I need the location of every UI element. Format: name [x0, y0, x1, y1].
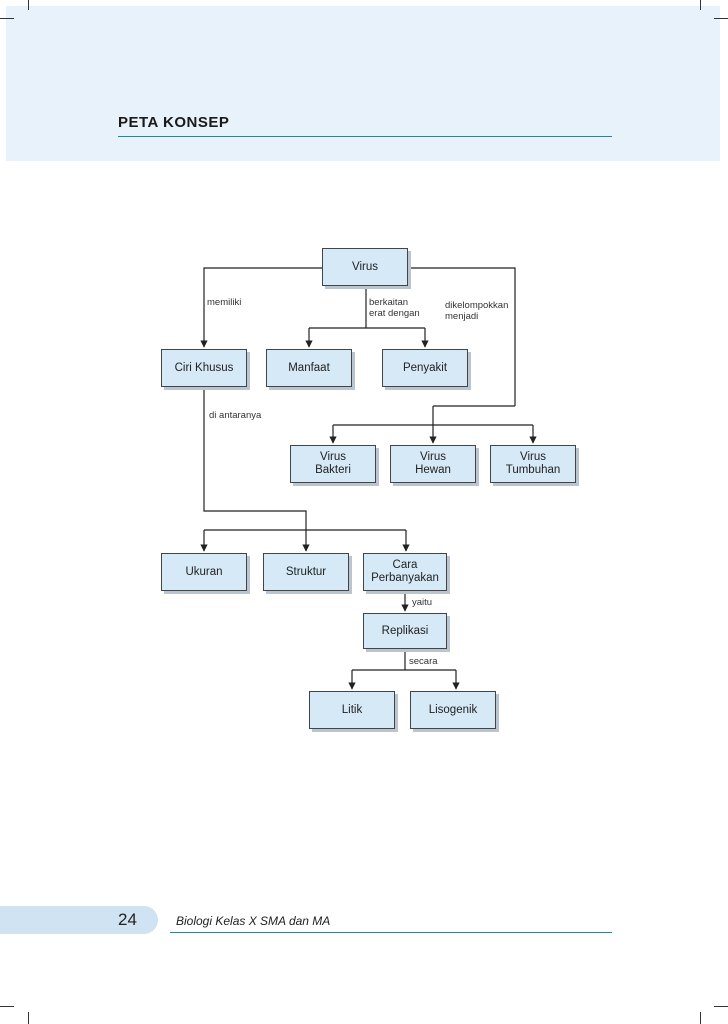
- node-penyakit: Penyakit: [382, 349, 468, 387]
- link-label-dikelompokkan: dikelompokkan menjadi: [445, 300, 509, 322]
- crop-mark-tr-v: [700, 0, 701, 10]
- node-litik: Litik: [309, 691, 395, 729]
- node-replikasi: Replikasi: [363, 613, 447, 649]
- node-lisogenik: Lisogenik: [410, 691, 496, 729]
- footer-book-title: Biologi Kelas X SMA dan MA: [176, 914, 331, 928]
- title-rule: [118, 136, 612, 137]
- link-label-secara: secara: [409, 656, 438, 667]
- node-ciri-khusus: Ciri Khusus: [161, 349, 247, 387]
- node-cara-perbanyakan: Cara Perbanyakan: [363, 553, 447, 591]
- crop-mark-br-h: [714, 1006, 728, 1007]
- link-label-berkaitan: berkaitan erat dengan: [369, 297, 420, 319]
- header-band: [6, 6, 720, 161]
- crop-mark-bl-v: [28, 1012, 29, 1024]
- crop-mark-tl-h: [0, 18, 14, 19]
- node-virus-hewan: Virus Hewan: [390, 445, 476, 483]
- page-number: 24: [118, 910, 137, 929]
- crop-mark-tl-v: [28, 0, 29, 10]
- footer-rule: [170, 932, 612, 933]
- link-label-di-antaranya: di antaranya: [209, 410, 262, 421]
- node-ukuran: Ukuran: [161, 553, 247, 591]
- node-virus-tumbuhan: Virus Tumbuhan: [490, 445, 576, 483]
- node-struktur: Struktur: [263, 553, 349, 591]
- link-label-yaitu: yaitu: [412, 597, 433, 608]
- node-virus-bakteri: Virus Bakteri: [290, 445, 376, 483]
- connector-virus-groups: [408, 267, 516, 406]
- crop-mark-tr-h: [714, 18, 728, 19]
- node-manfaat: Manfaat: [266, 349, 352, 387]
- link-label-memiliki: memiliki: [207, 297, 242, 308]
- connector-ciri-down: [203, 387, 307, 530]
- page-title: PETA KONSEP: [118, 114, 230, 131]
- crop-mark-bl-h: [0, 1006, 14, 1007]
- connector-virus-ciri-khusus: [200, 267, 322, 348]
- node-virus: Virus: [322, 248, 408, 286]
- footer-tab: [0, 906, 158, 934]
- crop-mark-br-v: [700, 1012, 701, 1024]
